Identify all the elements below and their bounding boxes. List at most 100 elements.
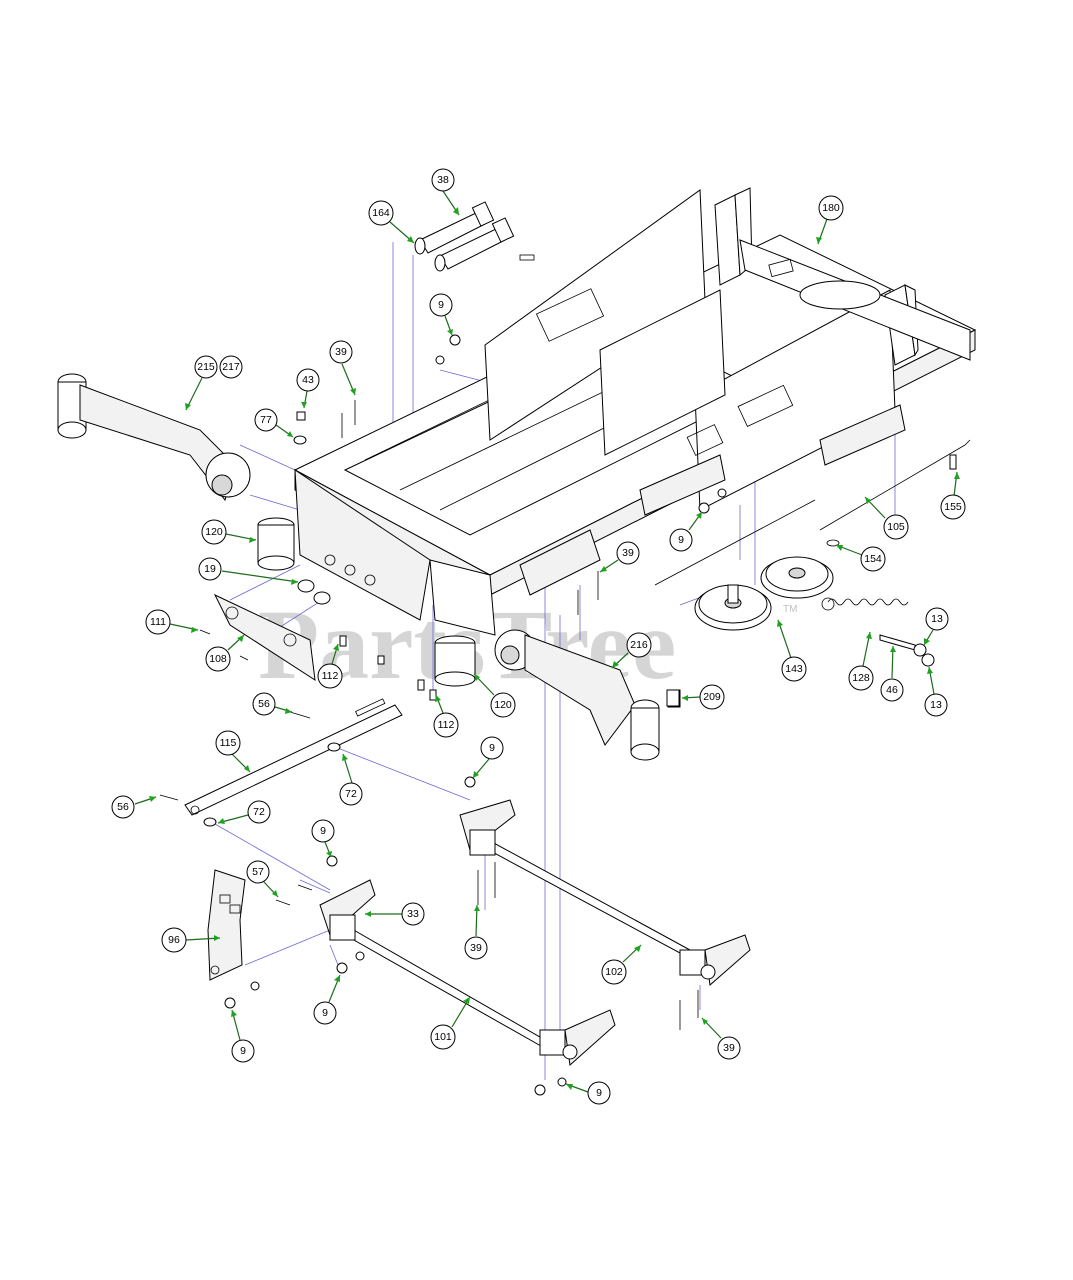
- clip-155: [949, 454, 957, 470]
- svg-text:39: 39: [723, 1042, 735, 1054]
- svg-text:9: 9: [320, 825, 326, 837]
- callout-43[interactable]: 43: [296, 368, 320, 409]
- callout-217[interactable]: 217: [219, 355, 243, 379]
- callout-108[interactable]: 108: [205, 634, 245, 672]
- nuts-13: [913, 643, 935, 667]
- callout-77[interactable]: 77: [254, 408, 294, 438]
- bumper-120-center: [434, 635, 476, 687]
- svg-text:77: 77: [260, 414, 272, 426]
- callout-19[interactable]: 19: [198, 557, 299, 585]
- callout-112-left[interactable]: 112: [317, 643, 343, 689]
- callout-39-middle[interactable]: 39: [464, 904, 488, 960]
- shaft-102: [459, 799, 751, 986]
- callout-154[interactable]: 154: [835, 544, 886, 572]
- callout-120-left[interactable]: 120: [201, 519, 257, 545]
- rod-105: [654, 439, 971, 586]
- callout-128[interactable]: 128: [848, 631, 874, 691]
- shaft-101: [319, 879, 616, 1066]
- svg-text:13: 13: [931, 613, 943, 625]
- svg-text:56: 56: [258, 698, 270, 710]
- callout-112-center[interactable]: 112: [433, 694, 459, 738]
- svg-text:13: 13: [930, 699, 942, 711]
- bracket-96: [207, 869, 246, 981]
- svg-text:43: 43: [302, 374, 314, 386]
- callout-13-bottom[interactable]: 13: [924, 666, 948, 717]
- svg-text:96: 96: [168, 934, 180, 946]
- svg-text:111: 111: [150, 616, 166, 628]
- callout-57[interactable]: 57: [246, 860, 279, 898]
- callout-72-left[interactable]: 72: [217, 800, 271, 824]
- callout-96[interactable]: 96: [161, 927, 221, 953]
- front-axle-arm-left: [57, 373, 251, 502]
- washers-72: [203, 742, 341, 827]
- callout-39-bottom[interactable]: 39: [701, 1017, 741, 1060]
- callout-39-top[interactable]: 39: [329, 340, 356, 396]
- svg-text:105: 105: [887, 521, 905, 533]
- svg-text:128: 128: [852, 672, 870, 684]
- callout-164[interactable]: 164: [368, 200, 415, 244]
- svg-text:46: 46: [886, 684, 898, 696]
- callout-215[interactable]: 215: [185, 355, 218, 411]
- svg-text:72: 72: [253, 806, 265, 818]
- callout-9-bottom-left[interactable]: 9: [231, 1009, 255, 1063]
- callout-33[interactable]: 33: [365, 902, 425, 926]
- callout-9-mid[interactable]: 9: [311, 819, 335, 858]
- callout-101[interactable]: 101: [430, 996, 471, 1050]
- spring-128: [821, 597, 909, 611]
- svg-text:217: 217: [222, 361, 240, 373]
- callout-105[interactable]: 105: [864, 496, 909, 540]
- clip-154: [826, 539, 840, 547]
- svg-text:108: 108: [209, 653, 227, 665]
- callout-9-upper-mid[interactable]: 9: [472, 736, 504, 779]
- svg-text:216: 216: [630, 639, 648, 651]
- svg-text:9: 9: [438, 299, 444, 311]
- svg-text:9: 9: [678, 534, 684, 546]
- svg-text:57: 57: [252, 866, 264, 878]
- callout-72-right[interactable]: 72: [339, 753, 363, 806]
- svg-text:38: 38: [437, 174, 449, 186]
- callout-9-lower-mid[interactable]: 9: [313, 974, 341, 1025]
- watermark-trademark: TM: [783, 604, 797, 615]
- svg-text:120: 120: [205, 526, 223, 538]
- callout-46[interactable]: 46: [880, 645, 904, 702]
- svg-text:112: 112: [438, 719, 455, 731]
- bumper-120-left: [257, 517, 295, 571]
- callout-39-right[interactable]: 39: [599, 541, 640, 573]
- bracket-108: [213, 593, 316, 682]
- callout-180[interactable]: 180: [816, 195, 844, 245]
- callout-209[interactable]: 209: [681, 684, 725, 710]
- callout-143[interactable]: 143: [777, 619, 807, 682]
- callout-102[interactable]: 102: [601, 944, 642, 985]
- svg-text:56: 56: [117, 801, 129, 813]
- callout-155[interactable]: 155: [940, 471, 966, 520]
- svg-text:102: 102: [605, 966, 623, 978]
- callout-115[interactable]: 115: [215, 730, 251, 773]
- callout-56-left[interactable]: 56: [111, 795, 157, 819]
- callout-111[interactable]: 111: [145, 609, 199, 635]
- svg-text:33: 33: [407, 908, 419, 920]
- callout-120-center[interactable]: 120: [473, 673, 516, 718]
- svg-text:9: 9: [596, 1087, 602, 1099]
- svg-text:39: 39: [470, 942, 482, 954]
- svg-text:9: 9: [322, 1007, 328, 1019]
- svg-text:112: 112: [322, 670, 339, 682]
- callout-13-top[interactable]: 13: [923, 607, 949, 646]
- main-frame: [293, 187, 977, 636]
- svg-text:72: 72: [345, 788, 357, 800]
- callout-9-top[interactable]: 9: [429, 293, 453, 336]
- callout-9-frame-right[interactable]: 9: [669, 511, 703, 552]
- bushings-164: [414, 237, 446, 272]
- svg-text:19: 19: [204, 563, 216, 575]
- pins-38: [419, 201, 515, 270]
- pin-46: [879, 634, 916, 651]
- svg-text:154: 154: [864, 553, 882, 565]
- svg-text:101: 101: [434, 1031, 452, 1043]
- front-axle-arm-right: [494, 629, 681, 761]
- svg-text:115: 115: [220, 737, 237, 749]
- callout-56-top[interactable]: 56: [252, 692, 293, 716]
- callout-216[interactable]: 216: [611, 632, 652, 669]
- callout-9-bottom-right[interactable]: 9: [565, 1081, 611, 1105]
- callout-38[interactable]: 38: [431, 168, 460, 216]
- plate-209: [666, 689, 680, 707]
